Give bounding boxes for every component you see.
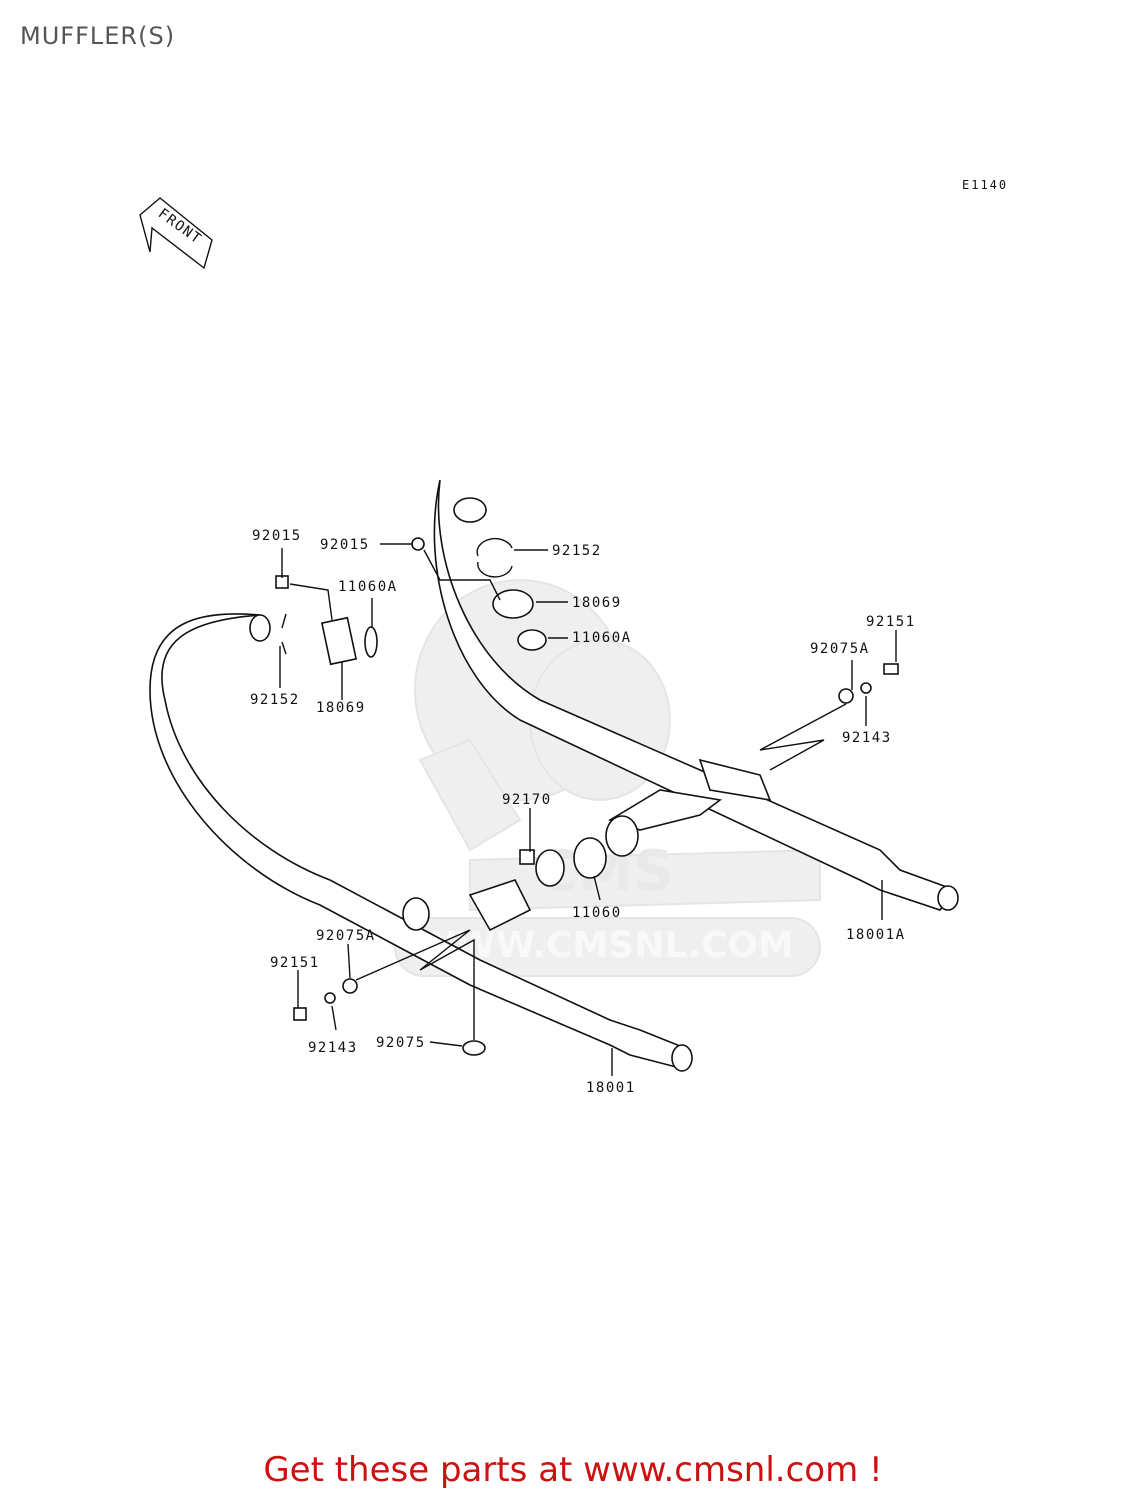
part-label-92075a-left: 92075A — [316, 928, 376, 944]
part-label-92152-right: 92152 — [552, 543, 602, 559]
part-label-11060a-left: 11060A — [338, 579, 398, 595]
part-label-11060a-right: 11060A — [572, 630, 632, 646]
part-label-92151-left: 92151 — [270, 955, 320, 971]
nut-icon — [411, 537, 425, 551]
leader-lines — [279, 543, 897, 1076]
part-label-18069-left: 18069 — [316, 700, 366, 716]
front-arrow-label: FRONT — [155, 206, 205, 248]
part-label-92015-left: 92015 — [252, 528, 302, 544]
part-label-92143-left: 92143 — [308, 1040, 358, 1056]
diagram-code: E1140 — [962, 178, 1009, 192]
part-label-92151-right: 92151 — [866, 614, 916, 630]
part-label-18001: 18001 — [586, 1080, 636, 1096]
cmsnl-parts-link[interactable]: Get these parts at www.cmsnl.com ! — [263, 1450, 883, 1490]
exhaust-pipe-left — [149, 613, 693, 1072]
exhaust-pipe-right — [433, 479, 959, 911]
part-label-92170: 92170 — [502, 792, 552, 808]
part-label-92075a-right: 92075A — [810, 641, 870, 657]
part-label-11060: 11060 — [572, 905, 622, 921]
part-label-18001a: 18001A — [846, 927, 906, 943]
front-arrow-icon: FRONT — [139, 197, 213, 270]
hardware-parts — [275, 537, 899, 1056]
part-label-92075: 92075 — [376, 1035, 426, 1051]
part-label-92152-left: 92152 — [250, 692, 300, 708]
part-label-92143-right: 92143 — [842, 730, 892, 746]
part-label-92015-right: 92015 — [320, 537, 370, 553]
part-label-18069-right: 18069 — [572, 595, 622, 611]
page-title: MUFFLER(S) — [20, 22, 176, 50]
